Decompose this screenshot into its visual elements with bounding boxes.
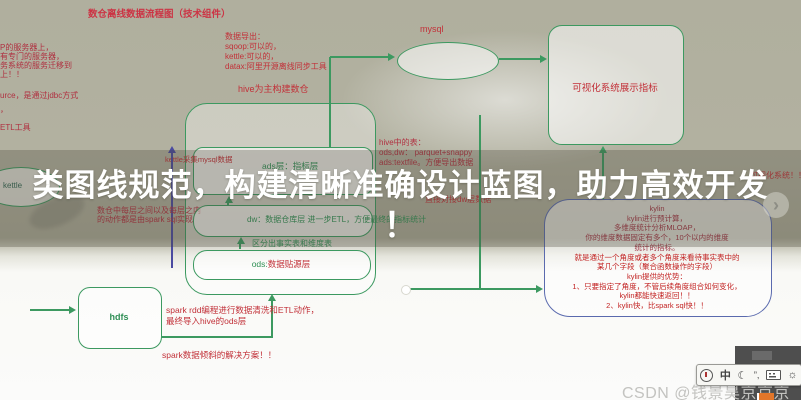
left-note-line: 上！！ (0, 70, 24, 79)
export-note-line: sqoop:可以的， (225, 42, 282, 51)
kettle-note: kettle采集mysql数据 (165, 155, 233, 164)
kylin-text-line: 多维度统计分析MLOAP， (613, 223, 701, 233)
kylin-text-line: 就是通过一个角度或者多个角度来看待事实表中的 (574, 252, 740, 262)
spark-rdd-line: 最终导入hive的ods层 (166, 316, 247, 326)
spark-rdd-note: spark rdd编程进行数据清洗和ETL动作， 最终导入hive的ods层 (166, 305, 319, 327)
export-note: 数据导出： sqoop:可以的， kettle:可以的， datax:阿里开源离… (225, 32, 327, 72)
left-note-line: ， (0, 105, 8, 114)
dw-layer-label: dw：数据仓库层 进一步ETL，方便最终的指标统计 (247, 215, 427, 224)
viz-suffix-note: 可视化系统！！ (750, 171, 801, 180)
export-note-line: kettle:可以的， (225, 52, 279, 61)
kettle-node (0, 167, 60, 207)
left-note-line: 务系统的服务迁移到 (0, 61, 72, 70)
ime-logo-icon[interactable] (700, 368, 714, 382)
kylin-to-viz-line (602, 152, 604, 199)
ads-to-mysql-line (330, 56, 388, 58)
dw-layer-box (193, 205, 373, 237)
ods-layer-box (193, 250, 371, 280)
left-note-line: urce，是通过jdbc方式 (0, 91, 79, 100)
kylin-text-line: 统计的指标。 (634, 242, 680, 252)
ime-toolbar[interactable]: 中 ☾ ”, ☼ (696, 364, 801, 386)
ods-layer-label: ods:数据贴源层 (193, 258, 369, 270)
kylin-text-line: 1、只要指定了角度，不管后续角度组合如何变化， (572, 281, 742, 291)
left-note-line: 有专门的服务器， (0, 52, 64, 61)
arrow-right-icon (540, 55, 547, 63)
hive-tables-note: hive中的表： ods,dw： parquet+snappy ads:text… (379, 138, 473, 168)
export-note-line: datax:阿里开源离线同步工具 (225, 62, 327, 71)
hdfs-box (78, 287, 162, 349)
hive-tables-line: ods,dw： parquet+snappy (379, 148, 473, 157)
mysql-node (397, 42, 499, 80)
moon-icon[interactable]: ☾ (737, 369, 748, 382)
banner-title-exclamation: ！ (383, 207, 418, 245)
left-note-line: ETL工具 (0, 123, 31, 132)
arrow-right-icon (536, 285, 543, 293)
spark-skew-note: spark数据倾斜的解决方案！！ (162, 350, 277, 360)
spark-rdd-line: spark rdd编程进行数据清洗和ETL动作， (166, 305, 320, 315)
kylin-text-line: 你的维度数据固定有多个，10个以内的维度 (585, 233, 729, 243)
ods-text: 数据贴源层 (267, 259, 311, 269)
kylin-box (544, 199, 772, 317)
kylin-text-line: kylin (649, 204, 665, 213)
left-note-line: P的服务器上， (0, 43, 54, 52)
spark-sql-note-line: 数仓中每层之间以及每层之内 (97, 206, 201, 215)
ads-layer-label: ads层：指标层 (262, 161, 319, 171)
hive-tables-line: hive中的表： (379, 138, 426, 147)
arrow-up-icon (599, 146, 607, 153)
taskbar-app-icon[interactable] (757, 393, 774, 400)
ads-layer-box (193, 147, 373, 195)
connector-dot (401, 285, 411, 295)
gear-icon[interactable]: ☼ (787, 369, 798, 381)
visualization-box (548, 25, 684, 145)
mysql-to-viz-line (499, 58, 541, 60)
visualization-label: 可视化系统展示指标 (572, 83, 658, 94)
arrow-right-icon (69, 306, 76, 314)
ime-punctuation-toggle[interactable]: ”, (753, 370, 760, 380)
next-button[interactable]: › (763, 192, 789, 218)
diagram-title: 数仓离线数据流程图（技术组件） (88, 9, 231, 20)
kylin-text-line: 某几个字段（聚合函数操作的字段） (597, 262, 717, 272)
mysql-label: mysql (420, 24, 444, 34)
arrow-right-icon (388, 53, 395, 61)
kylin-text-line: kylin都能快速返回！！ (619, 291, 695, 301)
spark-sql-note: 数仓中每层之间以及每层之内 的动作都是由spark sql实现 (97, 206, 201, 224)
export-note-line: 数据导出： (225, 32, 265, 41)
hdfs-to-ods-line (161, 336, 273, 338)
chevron-right-icon: › (773, 194, 779, 215)
dw-to-kylin-line (479, 115, 481, 290)
ads-to-mysql-line (329, 57, 331, 147)
hive-tables-line: ads:textfile。方便导出数据 (379, 158, 474, 167)
panel-detail (752, 351, 772, 360)
arrow-up-icon (225, 196, 233, 203)
hdfs-to-ods-line (271, 300, 273, 338)
kylin-text-line: 2、kylin快，比spark sql快！！ (606, 301, 708, 311)
arrow-up-icon (268, 294, 276, 301)
kylin-text-line: kylin提供的优势： (626, 271, 687, 281)
arrow-up-icon (237, 237, 245, 244)
to-kylin-line (410, 288, 538, 290)
kylin-text-line: kylin进行预计算， (626, 213, 687, 223)
connector (227, 199, 229, 205)
keyboard-icon[interactable] (765, 370, 781, 380)
watermark: CSDN @钱景昊京京京 (622, 385, 791, 402)
into-hdfs-line (30, 309, 70, 311)
split-note: 区分出事实表和维度表 (252, 239, 332, 248)
banner-title: 类图线规范，构建清晰准确设计蓝图，助力高效开发 (32, 168, 769, 203)
ods-prefix: ods: (251, 259, 268, 269)
spark-sql-note-line: 的动作都是由spark sql实现 (97, 215, 194, 224)
ime-language-toggle[interactable]: 中 (719, 370, 731, 382)
kettle-to-hive-line (171, 152, 173, 268)
dw-direct-note: 直接对接dw层数据 (425, 195, 492, 204)
arrow-up-icon (168, 146, 176, 153)
hive-note: hive为主构建数仓 (238, 84, 309, 94)
kettle-label: kettle (3, 181, 23, 190)
hdfs-label: hdfs (109, 312, 129, 322)
connector (239, 241, 241, 249)
